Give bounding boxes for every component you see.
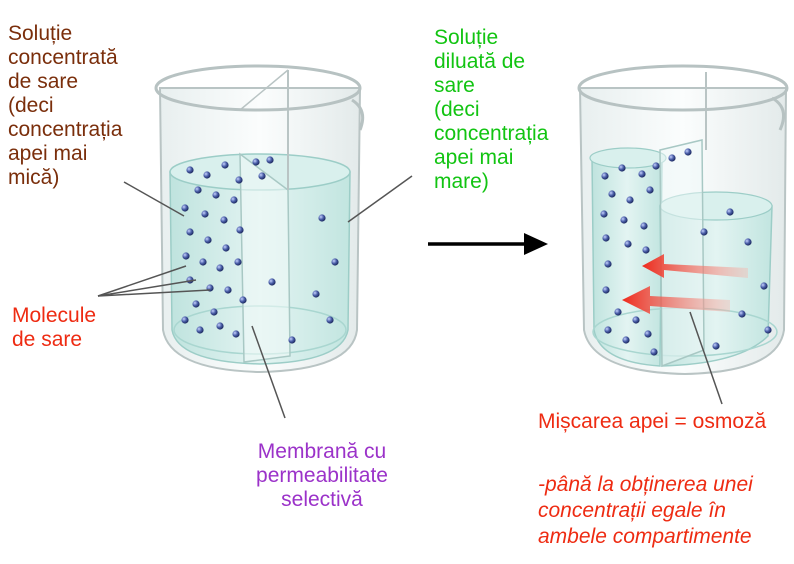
salt-molecules-label: Molecule de sare <box>12 304 97 351</box>
salt-molecules-right-before <box>268 214 339 344</box>
water-flow-arrows-icon <box>622 254 748 314</box>
diluted-solution-label: Soluție diluată de sare (deci concentraț… <box>434 26 549 193</box>
transition-arrow-icon <box>428 233 548 255</box>
membrane-label: Membrană cu permeabilitate selectivă <box>256 440 388 511</box>
salt-molecules-after <box>600 148 772 356</box>
leader-lines <box>97 175 723 419</box>
osmosis-label: Mișcarea apei = osmoză <box>538 410 767 433</box>
concentrated-solution-label: Soluție concentrată de sare (deci concen… <box>8 22 123 189</box>
salt-molecules-before <box>181 156 274 338</box>
equal-concentration-note: -până la obținerea unei concentrații ega… <box>538 473 753 548</box>
beaker-after-icon <box>577 64 789 376</box>
beaker-before-icon <box>154 64 365 374</box>
